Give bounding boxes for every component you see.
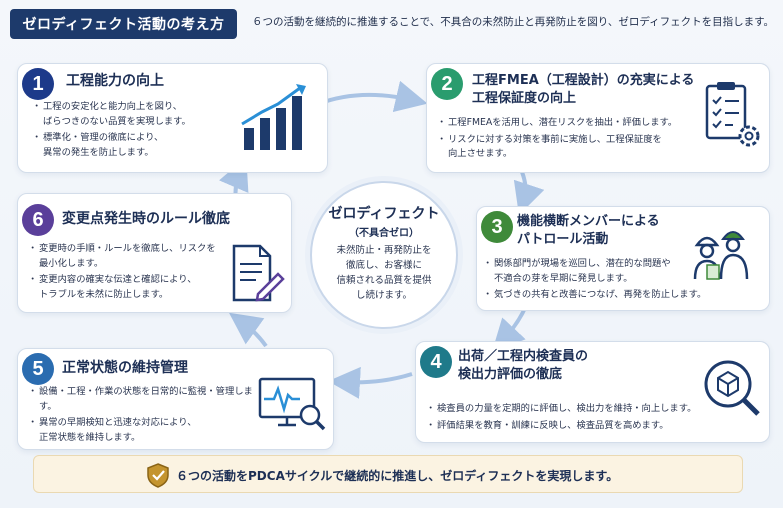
card-5-title: 正常状態の維持管理 [62, 360, 188, 376]
card-2-bullet: リスクに対する対策を事前に実施し、工程保証度を 向上させます。 [437, 133, 694, 162]
card-3-badge: 3 [481, 211, 513, 243]
card-3-title-line-1: 機能横断メンバーによる [517, 214, 660, 229]
arrow-4-to-5 [328, 366, 413, 399]
card-2-bullets: 工程FMEAを活用し、潜在リスクを抽出・評価します。 リスクに対する対策を事前に… [437, 116, 694, 164]
footer-banner: ６つの活動をPDCAサイクルで継続的に推進し、ゼロディフェクトを実現します。 [33, 455, 743, 493]
card-2: 2 工程FMEA（工程設計）の充実による 工程保証度の向上 工程FMEAを活用し… [426, 63, 770, 173]
card-6: 6 変更点発生時のルール徹底 変更時の手順・ルールを徹底し、リスクを 最小化しま… [17, 193, 292, 313]
center-body: 未然防止・再発防止を 徹底し、お客様に 信頼される品質を提供 し続けます。 [322, 243, 446, 303]
arrow-3-to-4 [492, 305, 528, 352]
arrow-2-to-3 [513, 171, 545, 216]
card-5-bullet: 設備・工程・作業の状態を日常的に監視・管理します。 [28, 385, 255, 414]
card-6-bullet: 変更内容の確実な伝達と確認により、 トラブルを未然に防止します。 [28, 273, 230, 302]
card-3-title-line-2: パトロール活動 [517, 232, 609, 247]
card-1-bullets: 工程の安定化と能力向上を図り、 ばらつきのない品質を実現します。 標準化・管理の… [32, 100, 234, 162]
card-4-bullet: 検査員の力量を定期的に評価し、検出力を維持・向上します。 [426, 402, 710, 417]
monitor-magnifier-icon [258, 377, 326, 431]
card-1-badge: 1 [22, 68, 54, 100]
card-4-badge: 4 [420, 346, 452, 378]
document-pen-icon [232, 244, 285, 302]
center-circle: ゼロディフェクト （不具合ゼロ） 未然防止・再発防止を 徹底し、お客様に 信頼さ… [310, 181, 458, 329]
card-5-bullet: 異常の早期検知と迅速な対応により、 正常状態を維持します。 [28, 416, 255, 445]
center-subtitle: （不具合ゼロ） [349, 228, 419, 239]
card-4-title-line-2: 検出力評価の徹底 [458, 367, 563, 382]
card-4: 4 出荷／工程内検査員の 検出力評価の徹底 検査員の力量を定期的に評価し、検出力… [415, 341, 770, 443]
header-description: ６つの活動を継続的に推進することで、不具合の未然防止と再発防止を図り、ゼロディフ… [252, 16, 775, 28]
checklist-gear-icon [705, 82, 760, 147]
bar-chart-rising-icon [241, 84, 306, 150]
card-3-bullet: 関係部門が現場を巡回し、潜在的な問題や 不適合の芽を早期に発見します。 [483, 257, 709, 286]
card-4-bullet: 評価結果を教育・訓練に反映し、検査品質を高めます。 [426, 419, 710, 434]
center-line: 信頼される品質を提供 [336, 275, 432, 286]
card-1-bullet: 工程の安定化と能力向上を図り、 ばらつきのない品質を実現します。 [32, 100, 234, 129]
center-line: し続けます。 [355, 290, 413, 301]
footer-text: ６つの活動をPDCAサイクルで継続的に推進し、ゼロディフェクトを実現します。 [176, 469, 619, 483]
box-magnifier-icon [704, 360, 760, 416]
card-1-bullet: 標準化・管理の徹底により、 異常の発生を防止します。 [32, 131, 234, 160]
card-5: 5 正常状態の維持管理 設備・工程・作業の状態を日常的に監視・管理します。 異常… [17, 348, 334, 450]
card-3-bullets: 関係部門が現場を巡回し、潜在的な問題や 不適合の芽を早期に発見します。 気づきの… [483, 257, 709, 305]
card-5-badge: 5 [22, 353, 54, 385]
card-4-title-line-1: 出荷／工程内検査員の [458, 349, 589, 364]
card-6-badge: 6 [22, 204, 54, 236]
arrow-1-to-2 [317, 80, 428, 112]
card-4-bullets: 検査員の力量を定期的に評価し、検出力を維持・向上します。 評価結果を教育・訓練に… [426, 402, 710, 435]
center-line: 未然防止・再発防止を [336, 245, 432, 256]
card-1-title: 工程能力の向上 [66, 73, 164, 89]
center-title: ゼロディフェクト [328, 206, 440, 222]
card-6-bullets: 変更時の手順・ルールを徹底し、リスクを 最小化します。 変更内容の確実な伝達と確… [28, 242, 230, 304]
header-tag: ゼロディフェクト活動の考え方 [10, 9, 237, 39]
card-2-badge: 2 [431, 68, 463, 100]
card-5-bullets: 設備・工程・作業の状態を日常的に監視・管理します。 異常の早期検知と迅速な対応に… [28, 385, 255, 447]
card-6-title: 変更点発生時のルール徹底 [62, 211, 230, 227]
center-line: 徹底し、お客様に [345, 260, 422, 271]
card-2-bullet: 工程FMEAを活用し、潜在リスクを抽出・評価します。 [437, 116, 694, 131]
card-2-title-line-1: 工程FMEA（工程設計）の充実による [472, 73, 695, 88]
workers-patrol-icon [693, 231, 749, 280]
card-6-bullet: 変更時の手順・ルールを徹底し、リスクを 最小化します。 [28, 242, 230, 271]
arrow-5-to-6 [228, 312, 268, 348]
card-1: 1 工程能力の向上 工程の安定化と能力向上を図り、 ばらつきのない品質を実現しま… [17, 63, 328, 173]
shield-check-icon [147, 463, 169, 488]
card-3-bullet: 気づきの共有と改善につなげ、再発を防止します。 [483, 288, 709, 303]
card-2-title-line-2: 工程保証度の向上 [472, 91, 577, 106]
card-3: 3 機能横断メンバーによる パトロール活動 関係部門が現場を巡回し、潜在的な問題… [476, 206, 770, 311]
